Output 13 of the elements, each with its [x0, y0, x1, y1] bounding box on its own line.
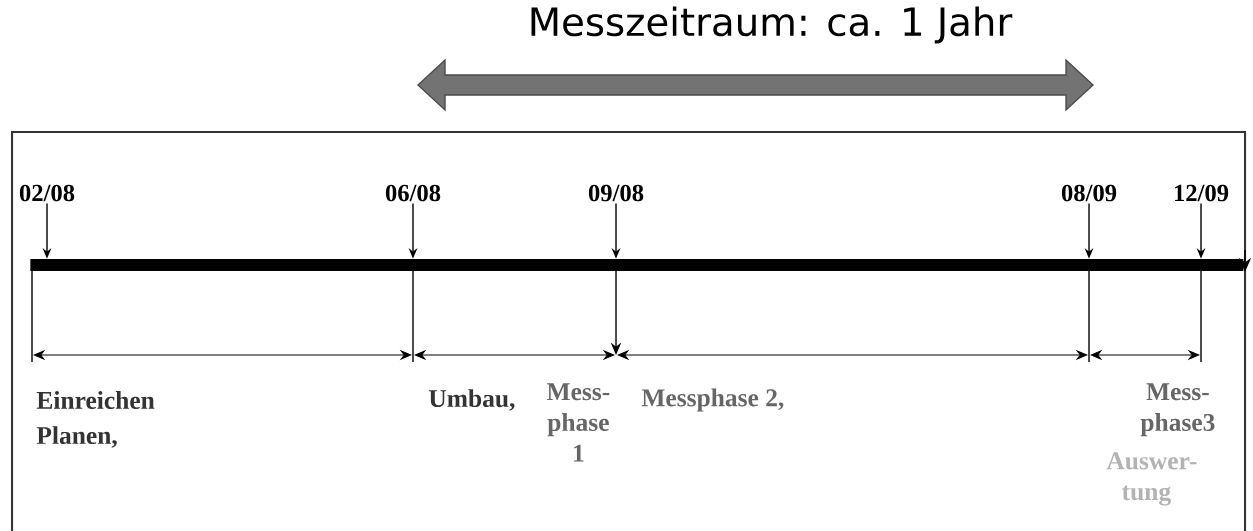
phase-label: Auswer- tung: [1106, 452, 1197, 506]
date-label: 06/08: [385, 184, 441, 202]
phase-label: Planen,: [36, 426, 117, 448]
phase-label: Messphase 2,: [641, 388, 784, 412]
heading: Messzeitraum: ca. 1 Jahr: [531, 6, 1013, 44]
phase-label: Einreichen: [36, 391, 155, 409]
phase-label: Umbau,: [429, 389, 515, 411]
date-label: 12/09: [1175, 184, 1229, 202]
date-label: 09/08: [588, 184, 644, 202]
date-label: 02/08: [19, 184, 75, 202]
phase-label: Mess- phase 1: [546, 383, 610, 462]
date-label: 08/09: [1061, 184, 1117, 202]
phase-label: Mess- phase3: [1140, 383, 1215, 437]
